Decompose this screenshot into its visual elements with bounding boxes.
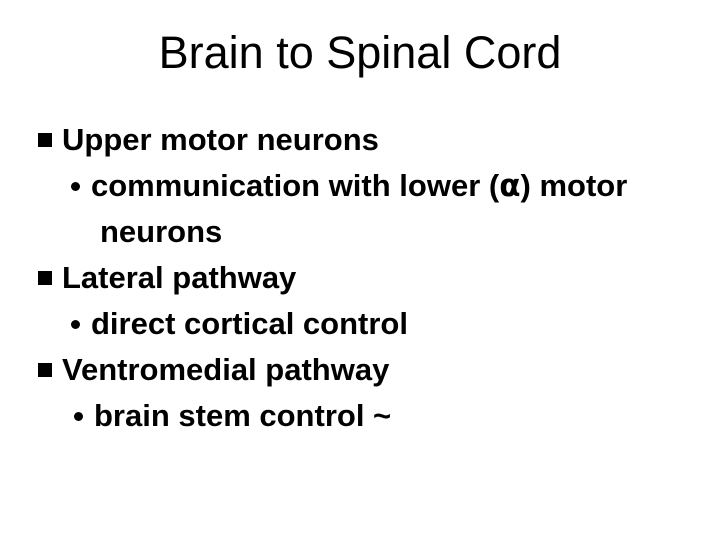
dot-bullet-icon <box>71 182 80 191</box>
square-bullet-icon <box>38 363 52 377</box>
bullet-text: Upper motor neurons <box>62 122 379 157</box>
bullet-item-communication-lower-motor-neurons: communication with lower (α) motor <box>0 163 720 209</box>
bullet-item-direct-cortical-control: direct cortical control <box>0 301 720 347</box>
bullet-text-after-symbol: ) motor <box>520 168 628 203</box>
bullet-item-lateral-pathway: Lateral pathway <box>0 255 720 301</box>
square-bullet-icon <box>38 133 52 147</box>
bullet-text: direct cortical control <box>91 306 408 341</box>
slide-title: Brain to Spinal Cord <box>158 27 562 78</box>
square-bullet-icon <box>38 271 52 285</box>
bullet-item-brain-stem-control: brain stem control ~ <box>0 393 720 439</box>
alpha-symbol: α <box>499 168 521 204</box>
bullet-item-upper-motor-neurons: Upper motor neurons <box>0 117 720 163</box>
bullet-text: brain stem control ~ <box>94 398 392 433</box>
bullet-text-before-symbol: communication with lower ( <box>91 168 500 203</box>
bullet-item-ventromedial-pathway: Ventromedial pathway <box>0 347 720 393</box>
bullet-continuation-line: neurons <box>0 209 720 255</box>
bullet-text: Lateral pathway <box>62 260 297 295</box>
bullet-text: Ventromedial pathway <box>62 352 390 387</box>
dot-bullet-icon <box>71 320 80 329</box>
bullet-continuation-text: neurons <box>100 214 223 249</box>
dot-bullet-icon <box>74 412 83 421</box>
slide-body-content: Upper motor neurons communication with l… <box>0 117 720 439</box>
